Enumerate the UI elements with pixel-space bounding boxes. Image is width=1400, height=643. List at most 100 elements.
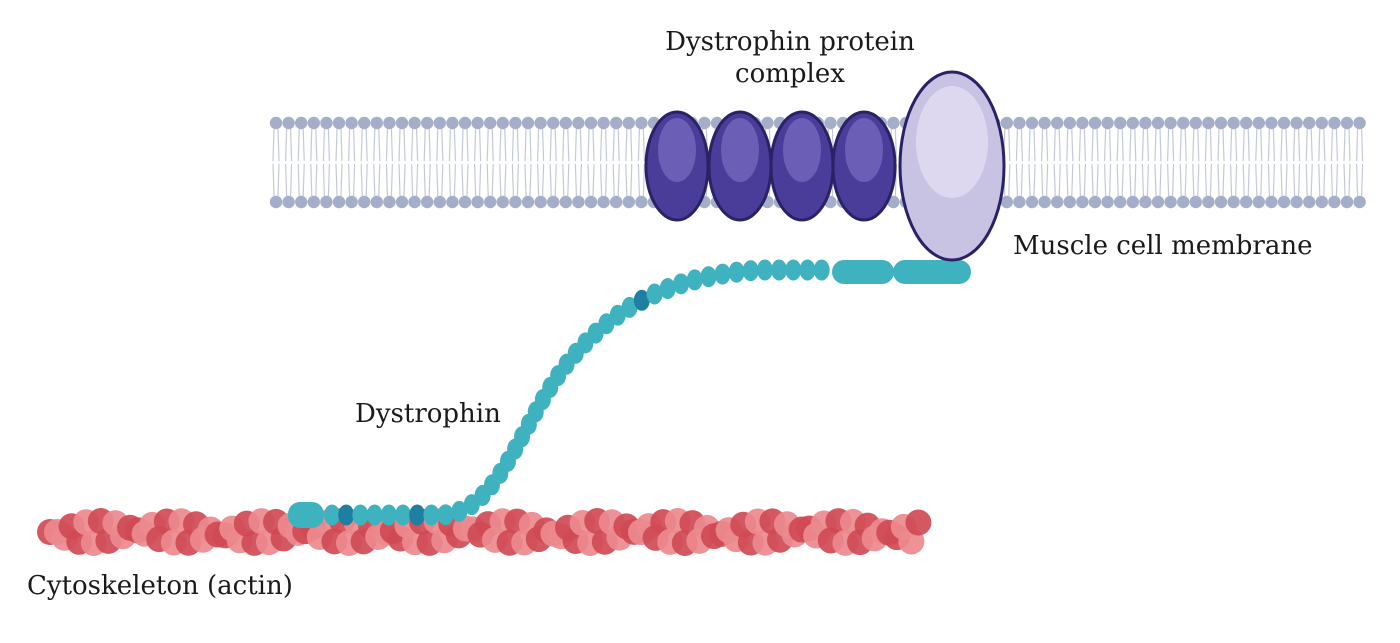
lipid-tail [1356, 163, 1359, 197]
complex-protein-highlight [721, 118, 759, 182]
lipid-tail [285, 163, 288, 197]
lipid-head [295, 195, 308, 209]
lipid-tail [453, 163, 456, 197]
lipid-tail [327, 128, 330, 162]
lipid-tail [1096, 128, 1099, 162]
lipid-head [1340, 195, 1354, 209]
lipid-tail [315, 163, 318, 197]
lipid-head [408, 195, 421, 209]
lipid-tail [378, 163, 381, 197]
lipid-head [1265, 195, 1278, 209]
lipid-head [1126, 116, 1140, 130]
lipid-head [1038, 116, 1051, 130]
lipid-head [572, 116, 585, 130]
lipid-tail [1285, 128, 1288, 162]
lipid-tail [516, 163, 519, 197]
lipid-head [320, 116, 333, 130]
lipid-head [433, 195, 446, 209]
lipid-head [1227, 116, 1240, 130]
dystrophin-bead [673, 273, 690, 295]
lipid-tail [315, 128, 318, 162]
lipid-tail [642, 163, 645, 197]
lipid-head [1025, 195, 1039, 209]
lipid-tail [1272, 128, 1275, 162]
lipid-tail [1116, 163, 1119, 197]
lipid-tail [1008, 163, 1011, 197]
lipid-tail [1104, 128, 1107, 162]
lipid-tail [285, 128, 288, 162]
lipid-tail [474, 128, 477, 162]
lipid-tail [642, 128, 645, 162]
lipid-tail [310, 163, 313, 197]
lipid-tail [423, 163, 426, 197]
lipid-tail [537, 163, 540, 197]
lipid-tail [340, 163, 343, 197]
lipid-tail [1192, 128, 1195, 162]
lipid-tail [290, 128, 293, 162]
lipid-tail [524, 163, 527, 197]
lipid-tail [600, 163, 603, 197]
lipid-tail [297, 128, 300, 162]
dystrophin-bead [395, 504, 411, 526]
lipid-tail [1104, 163, 1107, 197]
lipid-tail [1293, 128, 1296, 162]
lipid-tail [453, 128, 456, 162]
lipid-tail [511, 128, 514, 162]
lipid-tail [1033, 163, 1036, 197]
dystrophin-bead [646, 283, 663, 305]
lipid-tail [365, 163, 368, 197]
lipid-head [1290, 116, 1303, 130]
lipid-tail [1323, 163, 1326, 197]
lipid-head [269, 195, 283, 209]
lipid-tail [416, 163, 419, 197]
dystrophin-end-segment [832, 260, 894, 284]
complex-large-highlight [916, 86, 988, 198]
complex-protein-highlight [783, 118, 821, 182]
lipid-head [1177, 195, 1190, 209]
lipid-head [597, 116, 610, 130]
lipid-tail [272, 163, 275, 197]
lipid-head [1303, 116, 1316, 130]
lipid-tail [612, 128, 615, 162]
lipid-tail [592, 128, 595, 162]
lipid-tail [411, 163, 414, 197]
lipid-tail [1046, 128, 1049, 162]
lipid-tail [579, 128, 582, 162]
lipid-head [1101, 116, 1114, 130]
lipid-tail [1361, 128, 1364, 162]
lipid-head [1252, 116, 1266, 130]
lipid-head [534, 116, 547, 130]
lipid-tail [1146, 128, 1149, 162]
dystrophin-bead [714, 263, 731, 285]
lipid-tail [1179, 128, 1182, 162]
dystrophin-actin-binding-domain [288, 502, 324, 528]
lipid-tail [290, 163, 293, 197]
lipid-head [1315, 116, 1329, 130]
lipid-tail [1066, 163, 1069, 197]
lipid-tail [617, 163, 620, 197]
lipid-tail [1041, 163, 1044, 197]
lipid-tail [1280, 128, 1283, 162]
lipid-tail [1066, 128, 1069, 162]
lipid-head [509, 195, 522, 209]
lipid-head [1214, 195, 1228, 209]
lipid-head [584, 116, 598, 130]
lipid-head [282, 195, 295, 209]
lipid-tail [310, 128, 313, 162]
lipid-tail [1071, 163, 1074, 197]
lipid-head [1101, 195, 1114, 209]
lipid-tail [441, 128, 444, 162]
lipid-head [1051, 116, 1064, 130]
lipid-tail [322, 128, 325, 162]
lipid-tail [637, 163, 640, 197]
lipid-tail [1209, 128, 1212, 162]
lipid-tail [1242, 163, 1245, 197]
lipid-tail [1310, 128, 1313, 162]
dystrophin-bead [366, 504, 383, 526]
dystrophin-protein-complex [644, 70, 1006, 262]
lipid-tail [416, 128, 419, 162]
lipid-tail [1272, 163, 1275, 197]
lipid-tail [398, 163, 401, 197]
lipid-tail [1335, 128, 1338, 162]
lipid-head [1340, 116, 1354, 130]
